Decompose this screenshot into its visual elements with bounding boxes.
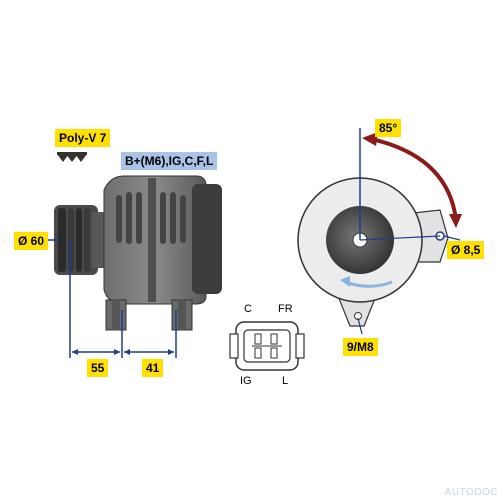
angle-indicator	[359, 128, 462, 241]
callout-lines	[357, 235, 461, 335]
dimension-lines	[40, 239, 177, 358]
dimension-right-label: 41	[142, 359, 164, 377]
connector-pin-fr: FR	[278, 303, 293, 315]
belt-profile-icon	[57, 152, 87, 162]
angle-label: 85°	[375, 119, 402, 137]
alternator-side-body	[103, 175, 222, 331]
alternator-front-view	[297, 177, 449, 327]
watermark-logo: AUTODOC	[444, 487, 498, 498]
terminals-label: B+(M6),IG,C,F,L	[121, 152, 218, 170]
connector-pin-ig: IG	[240, 375, 252, 387]
dimension-left-label: 55	[87, 359, 109, 377]
connector-pin-c: C	[244, 303, 252, 315]
mount-hole-label: Ø 8,5	[447, 241, 485, 259]
pulley-diameter-label: Ø 60	[14, 232, 49, 250]
dimension-arrowheads	[72, 349, 174, 355]
connector-pin-l: L	[282, 375, 289, 387]
connector-diagram	[229, 321, 305, 371]
pulley	[54, 205, 106, 275]
thread-label: 9/M8	[343, 338, 378, 356]
belt-type-label: Poly-V 7	[55, 129, 111, 147]
